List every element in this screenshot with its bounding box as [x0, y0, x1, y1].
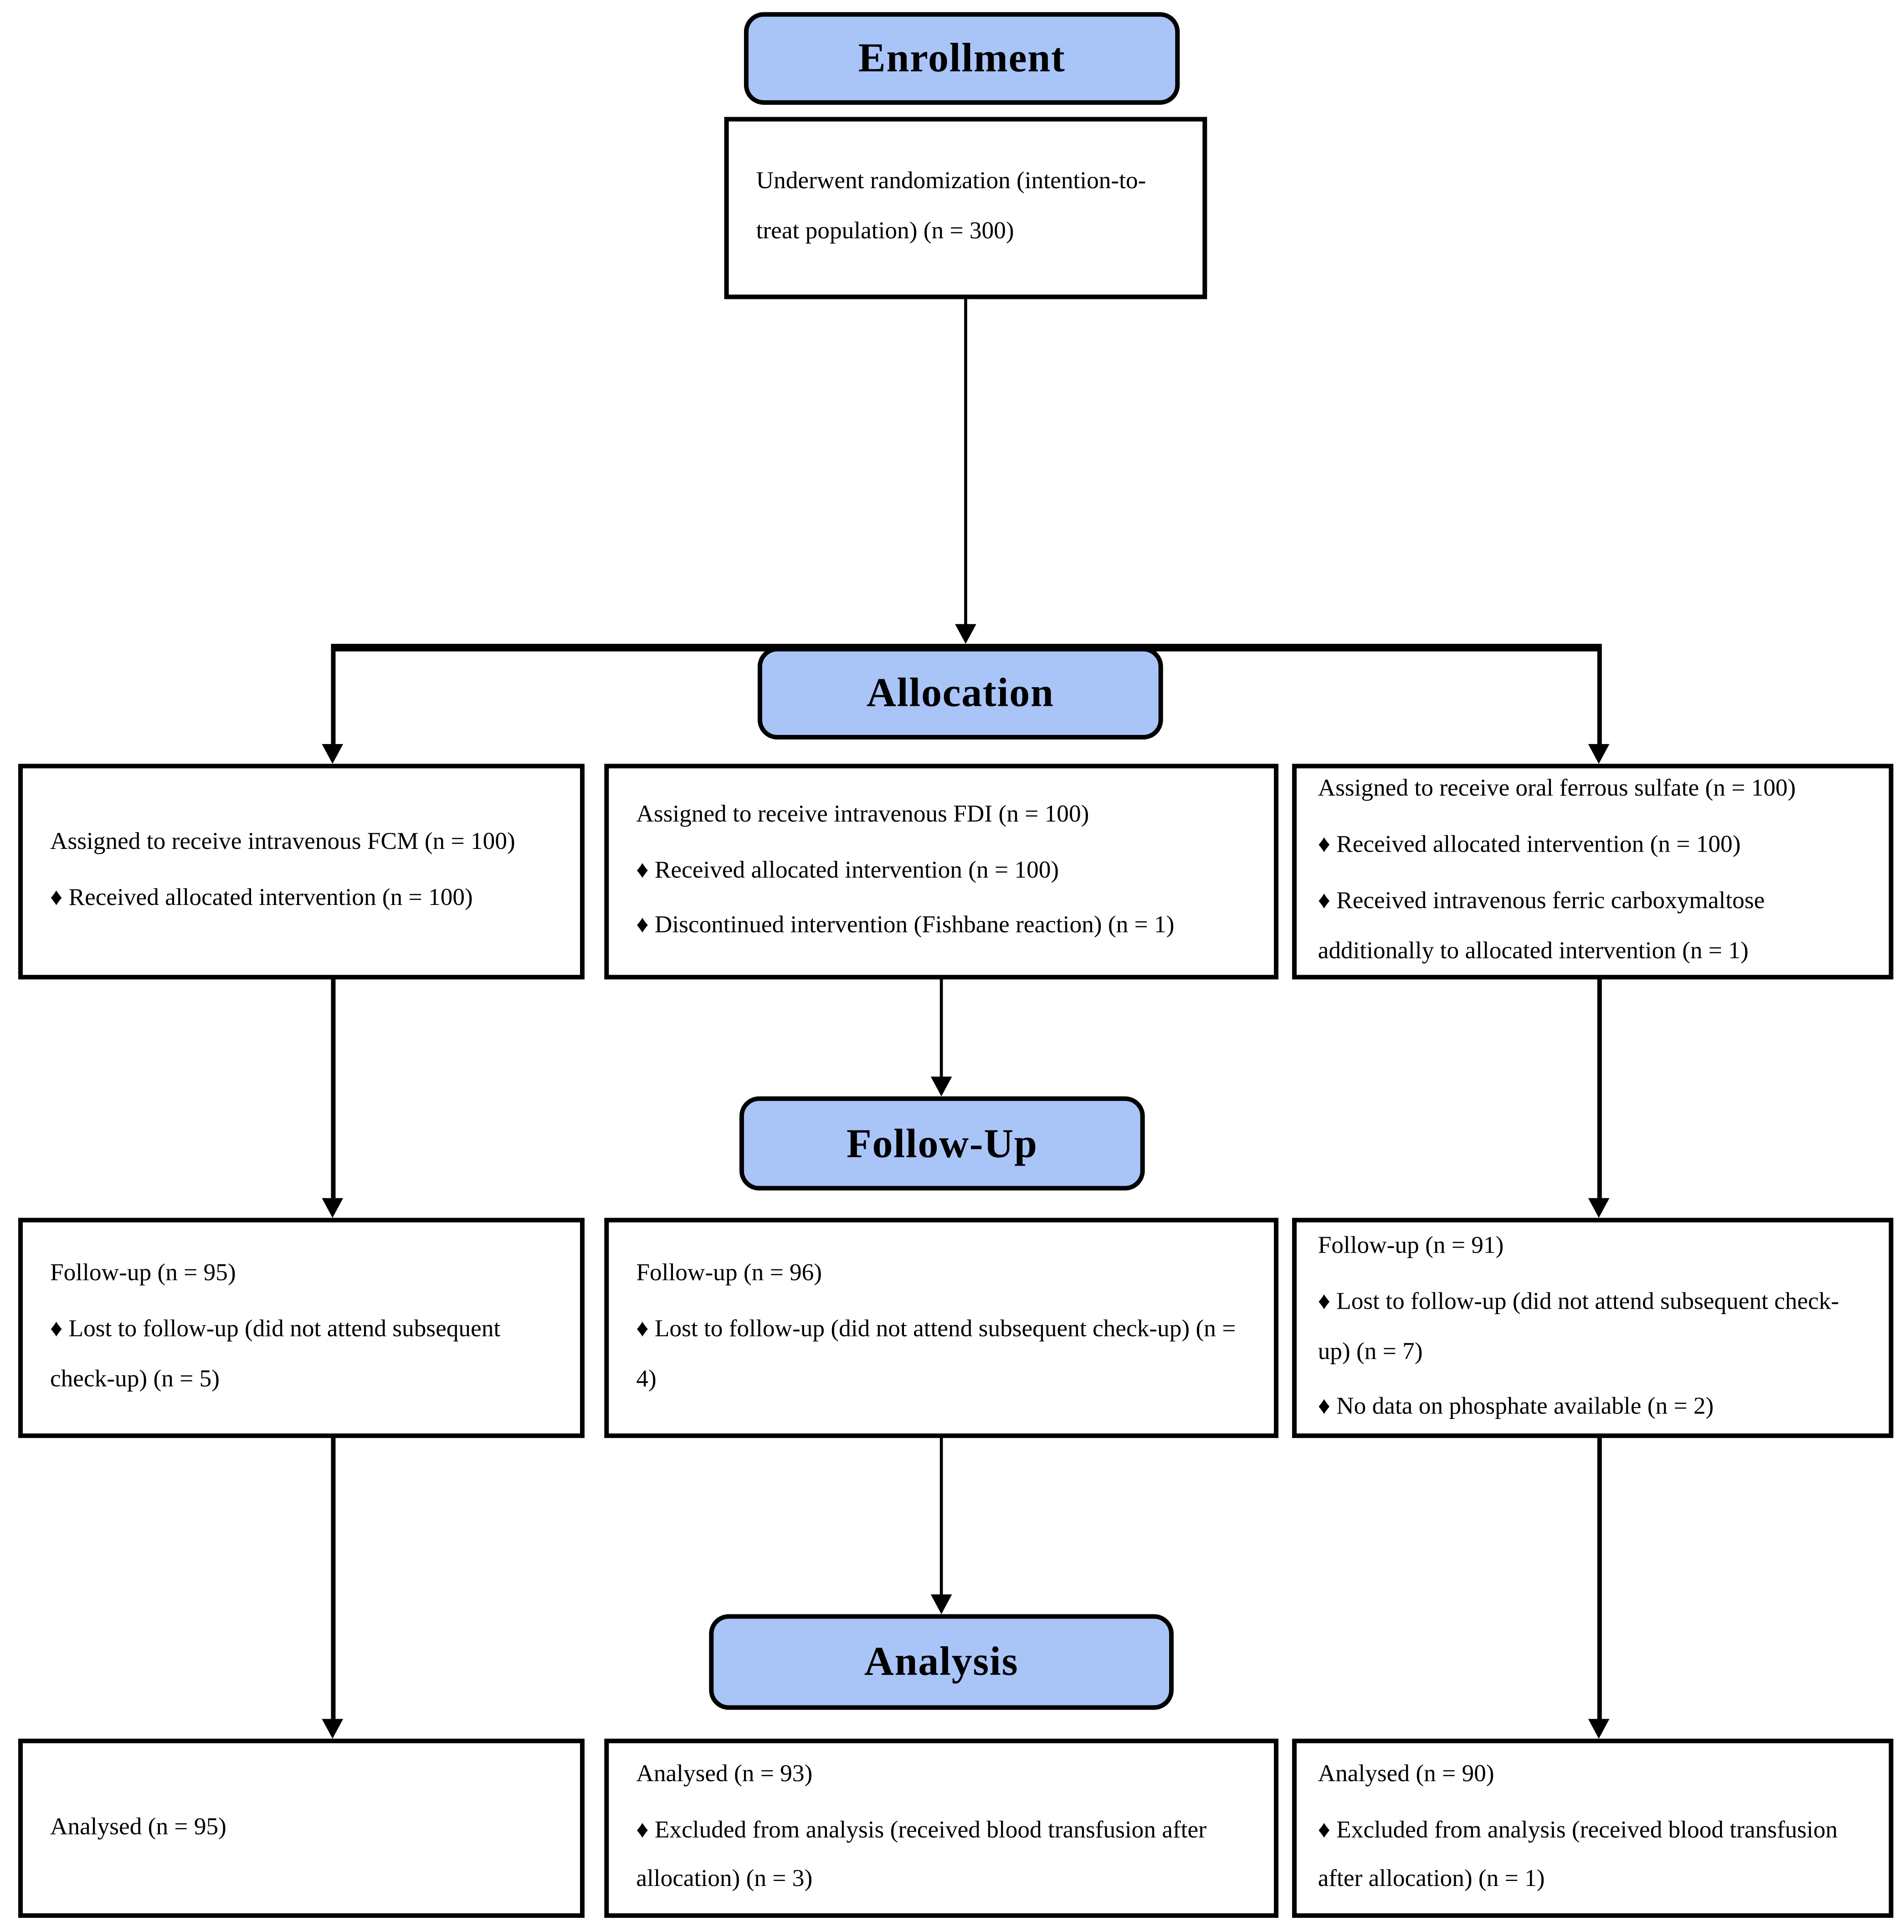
arrow-stem — [331, 651, 335, 744]
box-bullet-line: ♦ Excluded from analysis (received blood… — [1318, 1817, 1838, 1893]
followup-box-fdi: Follow-up (n = 96) ♦ Lost to follow-up (d… — [604, 1218, 1278, 1438]
box-title-line: Follow-up (n = 91) — [1318, 1233, 1504, 1259]
arrow-stem — [1597, 1438, 1601, 1719]
arrow-stem — [331, 979, 335, 1198]
followup-box-oral-iron: Follow-up (n = 91) ♦ Lost to follow-up (d… — [1292, 1218, 1894, 1438]
arrow-stem — [939, 1438, 944, 1595]
followup-box-fcm: Follow-up (n = 95) ♦ Lost to follow-up (d… — [18, 1218, 585, 1438]
arrow-down-head-icon — [322, 744, 344, 764]
box-bullet-line: ♦ Discontinued intervention (Fishbane re… — [636, 913, 1175, 939]
arrow-down-head-icon — [930, 1594, 951, 1614]
box-title-line: Assigned to receive intravenous FCM (n =… — [50, 829, 515, 855]
box-bullet-line: ♦ Lost to follow-up (did not attend subs… — [1318, 1289, 1839, 1365]
box-title-line: Assigned to receive intravenous FDI (n =… — [636, 801, 1089, 827]
box-bullet-line: ♦ Received allocated intervention (n = 1… — [50, 885, 473, 911]
arrow-stem — [1597, 651, 1601, 744]
box-bullet-line: ♦ Received intravenous ferric carboxymal… — [1318, 888, 1765, 964]
box-bullet-line: ♦ Received allocated intervention (n = 1… — [1318, 832, 1741, 858]
box-title-line: Analysed (n = 93) — [636, 1761, 813, 1787]
follow-up-header: Follow-Up — [739, 1096, 1145, 1191]
box-title-line: Assigned to receive oral ferrous sulfate… — [1318, 776, 1796, 802]
arrow-down-head-icon — [1588, 1719, 1610, 1739]
box-bullet-line: ♦ No data on phosphate available (n = 2) — [1318, 1394, 1714, 1420]
allocation-box-fcm: Assigned to receive intravenous FCM (n =… — [18, 764, 585, 980]
arrow-down-head-icon — [322, 1719, 344, 1739]
arrow-down-head-icon — [1588, 1198, 1610, 1218]
arrow-stem — [964, 299, 968, 626]
box-bullet-line: ♦ Lost to follow-up (did not attend subs… — [636, 1316, 1236, 1392]
box-bullet-line: ♦ Excluded from analysis (received blood… — [636, 1817, 1206, 1893]
allocation-box-fdi: Assigned to receive intravenous FDI (n =… — [604, 764, 1278, 980]
enrollment-header: Enrollment — [744, 12, 1180, 105]
analysis-box-fdi: Analysed (n = 93) ♦ Excluded from analysi… — [604, 1738, 1278, 1918]
arrow-down-head-icon — [322, 1198, 344, 1218]
box-bullet-line: ♦ Received allocated intervention (n = 1… — [636, 857, 1059, 884]
randomization-box: Underwent randomization (intention-to-tr… — [724, 117, 1207, 299]
box-title-line: Underwent randomization (intention-to-tr… — [756, 169, 1146, 245]
analysis-box-fcm: Analysed (n = 95) — [18, 1738, 585, 1918]
arrow-stem — [939, 979, 944, 1077]
arrow-stem — [1597, 979, 1601, 1198]
box-title-line: Analysed (n = 90) — [1318, 1761, 1494, 1787]
allocation-header: Allocation — [757, 647, 1163, 740]
box-title-line: Follow-up (n = 96) — [636, 1260, 822, 1287]
box-bullet-line: ♦ Lost to follow-up (did not attend subs… — [50, 1316, 501, 1392]
arrow-stem — [331, 1438, 335, 1719]
analysis-box-oral-iron: Analysed (n = 90) ♦ Excluded from analysi… — [1292, 1738, 1894, 1918]
box-title-line: Analysed (n = 95) — [50, 1814, 226, 1840]
analysis-header: Analysis — [709, 1614, 1174, 1710]
allocation-box-oral-iron: Assigned to receive oral ferrous sulfate… — [1292, 764, 1894, 980]
arrow-down-head-icon — [954, 624, 976, 644]
box-title-line: Follow-up (n = 95) — [50, 1260, 236, 1287]
arrow-down-head-icon — [1588, 744, 1610, 764]
arrow-down-head-icon — [930, 1076, 951, 1097]
